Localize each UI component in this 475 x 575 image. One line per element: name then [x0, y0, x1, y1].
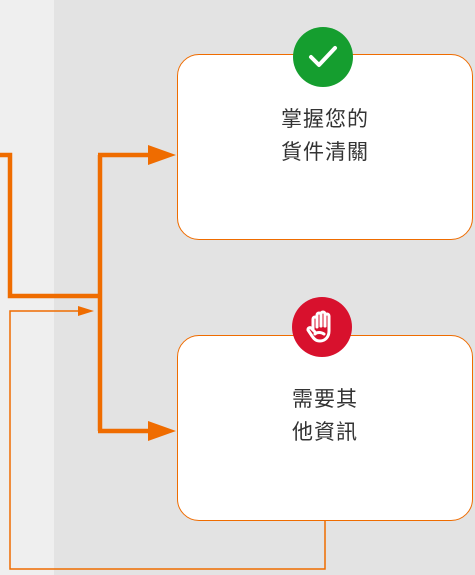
check-icon	[293, 27, 353, 87]
card-1-text: 掌握您的 貨件清關	[178, 103, 472, 169]
thick-input-connector	[0, 152, 100, 299]
card-2-line-1: 需要其	[292, 387, 358, 411]
feedback-loop-connector	[9, 310, 326, 570]
card-2-line-2: 他資訊	[292, 420, 358, 444]
card-1-line-1: 掌握您的	[281, 107, 369, 131]
arrowhead-card-2	[148, 421, 176, 441]
card-1-line-2: 貨件清關	[281, 140, 369, 164]
card-more-info-needed: 需要其 他資訊	[177, 335, 473, 521]
arrowhead-card-1	[148, 145, 176, 165]
card-2-text: 需要其 他資訊	[178, 383, 472, 449]
stop-hand-icon	[292, 297, 352, 357]
feedback-arrowhead	[78, 306, 94, 316]
